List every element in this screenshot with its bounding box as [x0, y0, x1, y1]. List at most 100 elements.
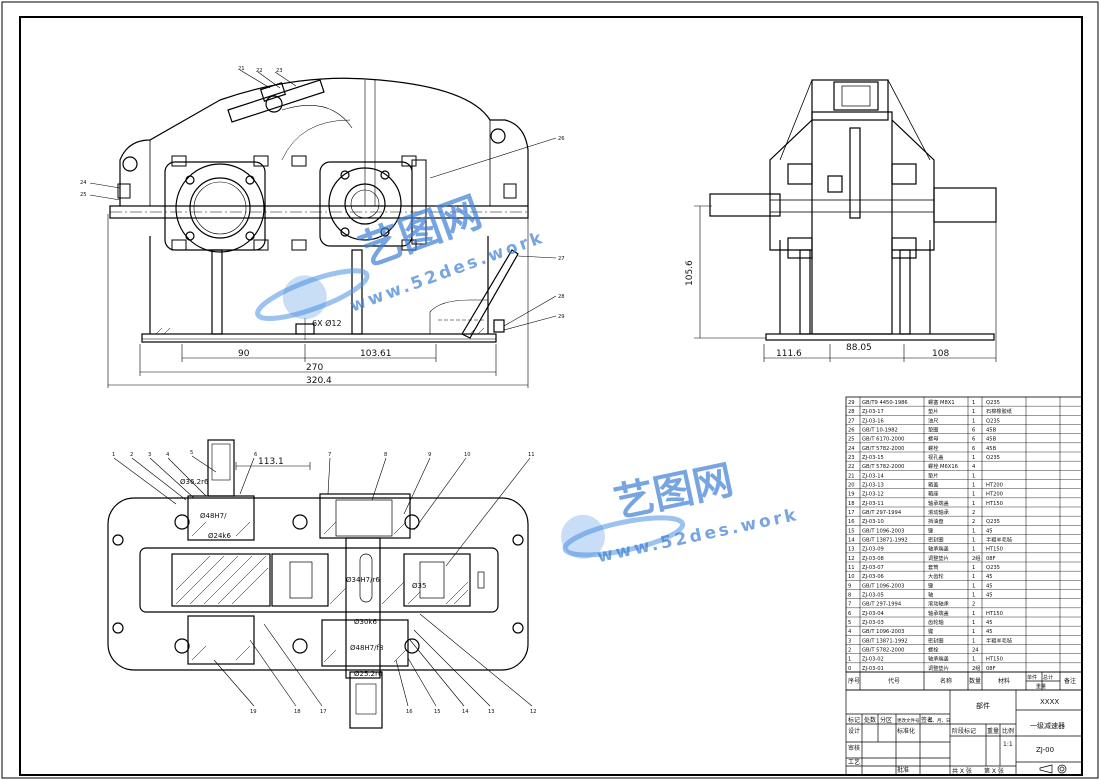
- bom-code: GB/T 6170-2000: [862, 437, 904, 443]
- bom-code: GB/T 1096-2003: [862, 528, 904, 534]
- tb-approve: 批准: [897, 766, 909, 774]
- bom-name: 挡油盘: [928, 517, 944, 525]
- bom-code: ZJ-03-11: [862, 501, 884, 507]
- bom-qty: 1: [972, 482, 975, 488]
- watermark-center: 艺图网 www.52des.work: [255, 187, 547, 321]
- bom-qty: 1: [972, 418, 975, 424]
- bom-code: GB/T 10-1982: [862, 427, 898, 433]
- balloon-16: 16: [406, 709, 413, 715]
- tb-kind: 部件: [976, 701, 990, 710]
- bom-name: 调整垫片: [928, 664, 949, 672]
- tb-scale-value: 1:1: [1003, 741, 1013, 748]
- tb-company: XXXX: [1040, 698, 1059, 706]
- balloon-13: 13: [488, 709, 495, 715]
- bore-right: [344, 183, 386, 225]
- side-input-shaft: [709, 193, 781, 217]
- bom-qty: 1: [972, 565, 975, 571]
- bom-qty: 6: [972, 437, 975, 443]
- bom-qty: 1: [972, 629, 975, 635]
- balloon-24: 24: [80, 180, 87, 186]
- bom-name: 垫片: [928, 471, 938, 479]
- bom-qty: 1: [972, 574, 975, 580]
- bom-name: 滚动轴承: [928, 600, 950, 608]
- bom-material: HT150: [986, 657, 1003, 663]
- inner-frame: [19, 16, 1083, 776]
- balloon-19: 19: [250, 709, 257, 715]
- bom-h-total: 总计: [1043, 674, 1053, 681]
- bom-name: 键: [928, 627, 933, 635]
- balloon-9: 9: [428, 452, 431, 458]
- bom-no: 21: [848, 473, 855, 479]
- tb-weight: 重量: [987, 727, 999, 735]
- bom-name: 键: [928, 526, 933, 534]
- bom-qty: 1: [972, 473, 975, 479]
- bom-code: GB/T 5782-2000: [862, 446, 904, 452]
- balloon-27: 27: [558, 256, 565, 262]
- front-dim-lines: [107, 214, 529, 388]
- bom-no: 15: [848, 528, 855, 534]
- bom-code: ZJ-03-04: [862, 611, 885, 617]
- front-view: [109, 77, 529, 343]
- inspection-cover: [227, 79, 325, 123]
- bom-no: 19: [848, 492, 855, 498]
- bom-name: 套筒: [928, 563, 938, 571]
- bom-code: ZJ-03-16: [862, 418, 884, 424]
- bom-qty: 2组: [972, 554, 981, 562]
- bom-code: ZJ-03-15: [862, 455, 884, 461]
- balloon-6: 6: [254, 452, 257, 458]
- bom-name: 滚动轴承: [928, 508, 950, 516]
- bom-h-single: 单件: [1027, 674, 1037, 681]
- side-cover: [811, 79, 889, 121]
- bom-name: 螺栓: [928, 444, 939, 452]
- bom-qty: 1: [972, 492, 975, 498]
- bom-no: 20: [848, 482, 855, 488]
- balloon-12: 12: [530, 709, 537, 715]
- bom-material: HT150: [986, 611, 1003, 617]
- bom-qty: 1: [972, 547, 975, 553]
- bom-h-qty: 数量: [969, 677, 981, 685]
- bom-no: 5: [848, 620, 851, 626]
- bom-name: 箱盖: [928, 480, 938, 488]
- balloon-25: 25: [80, 192, 87, 198]
- tb-drawing-no: ZJ-00: [1036, 746, 1054, 754]
- fit-3: Ø24k6: [208, 532, 231, 540]
- bom-code: GB/T 297-1994: [862, 602, 902, 608]
- top-view: [107, 439, 529, 729]
- bom-name: 密封圈: [928, 636, 944, 644]
- top-gear-hub-left: [271, 553, 329, 607]
- top-leaders: [113, 455, 533, 707]
- top-output-shaft: [345, 537, 381, 679]
- top-input-bearing: [187, 495, 255, 541]
- bom-material: Q235: [986, 565, 1000, 571]
- bom-qty: 1: [972, 400, 975, 406]
- dim-88-05: 88.05: [846, 343, 872, 353]
- bom-qty: 1: [972, 528, 975, 534]
- bom-material: 45B: [986, 427, 997, 433]
- front-leaders: [89, 69, 557, 331]
- bore-left: [189, 177, 251, 239]
- watermark-right: 艺图网 www.52des.work: [561, 457, 801, 567]
- bom-code: GB/T9 4450-1986: [862, 400, 908, 406]
- bom-no: 1: [848, 657, 851, 663]
- bom-name: 螺母: [928, 435, 938, 443]
- fit-1: Ø36.2r6: [180, 478, 209, 486]
- bom-material: HT200: [986, 492, 1003, 498]
- bom-code: ZJ-03-14: [862, 473, 885, 479]
- bom-qty: 2组: [972, 664, 981, 672]
- fit-labels: Ø36.2r6 Ø48H7/ Ø24k6 Ø34H7/r6 Ø35 Ø30k6 …: [180, 478, 426, 678]
- top-pinion: [171, 553, 271, 607]
- bom-material: HT150: [986, 547, 1003, 553]
- dim-108: 108: [932, 349, 949, 359]
- bom-no: 9: [848, 583, 851, 589]
- bom-code: GB/T 5782-2000: [862, 647, 904, 653]
- bom-no: 29: [848, 400, 855, 406]
- bom-name: 轴承端盖: [928, 609, 949, 617]
